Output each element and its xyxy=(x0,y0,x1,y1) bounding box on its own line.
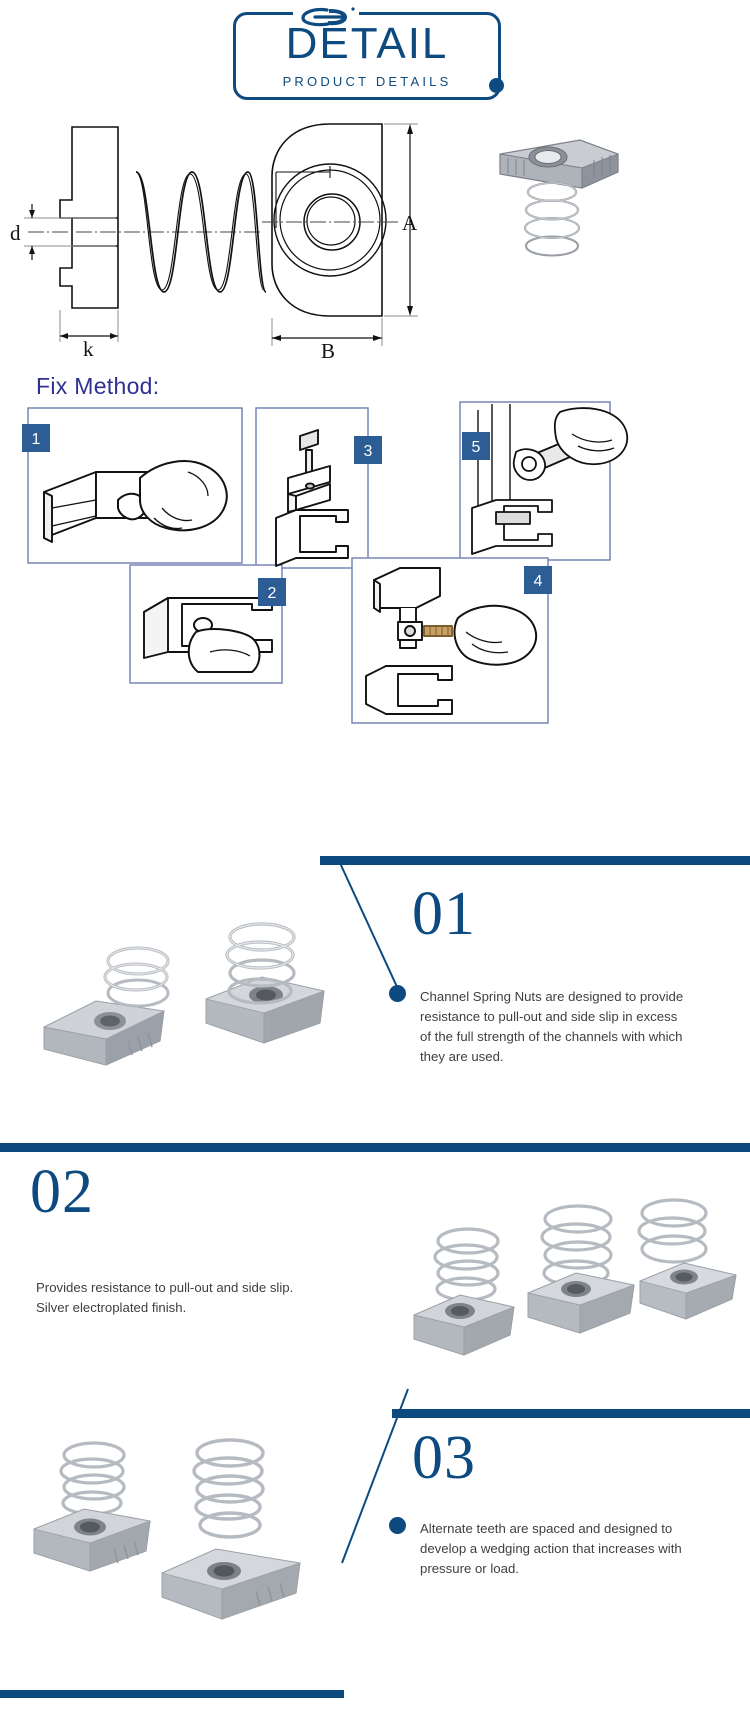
isometric-nut-render xyxy=(499,139,619,257)
feature-text-03: Alternate teeth are spaced and designed … xyxy=(420,1521,682,1576)
feature-bullet-03 xyxy=(389,1517,406,1534)
feature-text-02: Provides resistance to pull-out and side… xyxy=(36,1280,294,1315)
page-title: DETAIL xyxy=(285,19,449,68)
feature-number-03: 03 xyxy=(412,1424,476,1492)
page-subtitle: PRODUCT DETAILS xyxy=(282,74,452,89)
feature-bullet-01 xyxy=(389,985,406,1002)
fix-step-badge-4 xyxy=(524,566,552,594)
dimension-label-k: k xyxy=(83,337,94,360)
fix-step-badge-3 xyxy=(354,436,382,464)
technical-drawing: d k A B xyxy=(0,110,750,360)
bottom-rule xyxy=(0,1690,344,1698)
fix-step-badge-1 xyxy=(22,424,50,452)
feature-rule-02 xyxy=(0,1143,750,1152)
detail-banner: DETAIL PRODUCT DETAILS xyxy=(0,0,750,115)
dimension-label-B: B xyxy=(321,339,335,360)
fix-step-badges: 1 2 3 4 5 xyxy=(22,424,552,606)
fix-method-heading: Fix Method: xyxy=(36,373,160,399)
spring-nut-pair-photo xyxy=(10,915,340,1105)
fix-step-badge-5 xyxy=(462,432,490,460)
fix-step-badge-label-4: 4 xyxy=(534,573,543,590)
dimension-label-A: A xyxy=(402,211,418,235)
fix-step-badge-label-5: 5 xyxy=(472,439,481,456)
fix-method-diagrams: 1 2 3 4 5 xyxy=(0,400,750,740)
fix-step-badge-label-3: 3 xyxy=(364,443,373,460)
feature-rule-03 xyxy=(392,1409,750,1418)
feature-text-01: Channel Spring Nuts are designed to prov… xyxy=(420,989,684,1064)
feature-number-02: 02 xyxy=(30,1158,94,1226)
spring-nuts-closeup-photo xyxy=(10,1433,340,1633)
three-spring-nuts-photo xyxy=(398,1195,743,1395)
fix-step-badge-label-1: 1 xyxy=(32,431,41,448)
feature-connector-03 xyxy=(334,1387,424,1577)
banner-frame xyxy=(233,12,501,100)
banner-accent-dot xyxy=(489,78,504,93)
feature-rule-01 xyxy=(320,856,750,865)
fix-step-badge-label-2: 2 xyxy=(268,585,277,602)
feature-number-01: 01 xyxy=(412,880,476,948)
fix-step-badge-2 xyxy=(258,578,286,606)
dimension-label-d: d xyxy=(10,221,21,245)
feature-connector-01 xyxy=(336,861,416,1001)
che-logo xyxy=(295,5,357,31)
